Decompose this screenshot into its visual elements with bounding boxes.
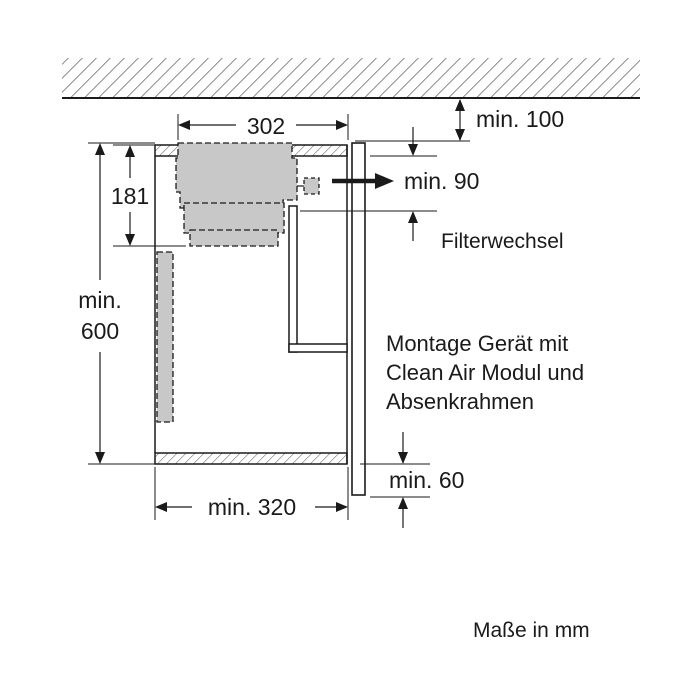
dim-width-bottom	[154, 467, 349, 520]
dim-side-clearance	[332, 173, 394, 189]
lowering-frame	[288, 205, 348, 353]
description-line-3: Absenkrahmen	[386, 389, 534, 414]
description-line-1: Montage Gerät mit	[386, 331, 568, 356]
description-line-2: Clean Air Modul und	[386, 360, 584, 385]
filter-change-label: Filterwechsel	[441, 230, 564, 253]
dim-height-cabinet-label-1: min.	[78, 287, 121, 313]
units-note: Maße in mm	[473, 619, 590, 642]
clean-air-module	[175, 142, 320, 247]
dim-width-top	[177, 114, 349, 140]
dim-bottom-clearance	[360, 432, 430, 528]
dim-height-upper	[113, 144, 186, 247]
ceiling	[62, 58, 640, 99]
side-element	[156, 251, 174, 423]
dim-height-upper-label: 181	[111, 183, 149, 209]
dim-side-clearance-label: min. 90	[404, 168, 479, 194]
dim-height-cabinet-label-2: 600	[81, 318, 119, 344]
dim-ceiling-gap-label: min. 100	[476, 106, 564, 132]
dim-filter-change	[300, 127, 437, 241]
dim-bottom-clearance-label: min. 60	[389, 467, 464, 493]
dim-width-bottom-label: min. 320	[208, 494, 296, 520]
dim-height-cabinet	[88, 142, 155, 465]
front-panel	[351, 142, 366, 496]
dim-width-top-label: 302	[247, 113, 285, 139]
